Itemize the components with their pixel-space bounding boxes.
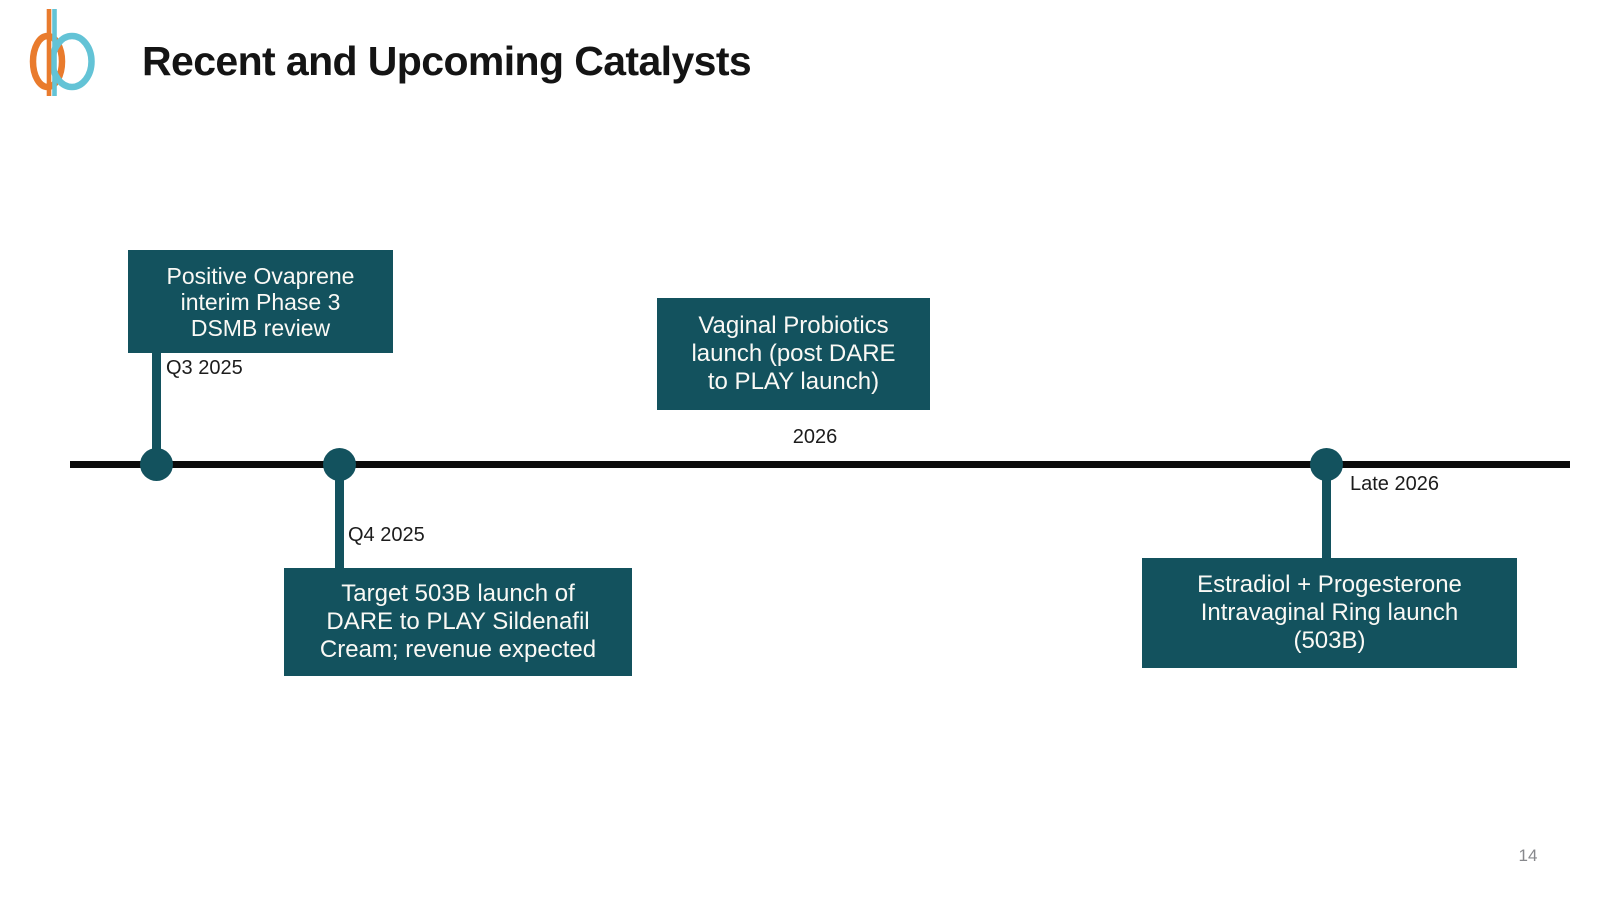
event-date-late-2026: Late 2026 — [1350, 473, 1439, 495]
dare-bioscience-logo-icon — [28, 6, 96, 98]
event-date-q4-2025: Q4 2025 — [348, 524, 425, 546]
timeline-dot-q3-2025 — [140, 448, 173, 481]
event-card-label: Vaginal Probiotics launch (post DARE to … — [691, 312, 896, 395]
page-number: 14 — [1518, 846, 1538, 865]
event-card-dare-to-play-launch: Target 503B launch of DARE to PLAY Silde… — [284, 568, 632, 676]
timeline-dot-late-2026 — [1310, 448, 1343, 481]
page-title: Recent and Upcoming Catalysts — [142, 38, 752, 84]
event-card-estradiol-progesterone-ring: Estradiol + Progesterone Intravaginal Ri… — [1142, 558, 1517, 668]
event-card-vaginal-probiotics: Vaginal Probiotics launch (post DARE to … — [657, 298, 930, 410]
timeline-axis — [70, 461, 1570, 468]
event-date-2026: 2026 — [792, 426, 838, 448]
event-connector-late-2026 — [1322, 464, 1331, 560]
logo-svg — [29, 9, 95, 96]
event-card-label: Estradiol + Progesterone Intravaginal Ri… — [1197, 571, 1462, 654]
event-connector-q4-2025 — [335, 464, 344, 570]
event-card-ovaprene-dsmb: Positive Ovaprene interim Phase 3 DSMB r… — [128, 250, 393, 353]
event-date-q3-2025: Q3 2025 — [166, 357, 243, 379]
timeline-dot-q4-2025 — [323, 448, 356, 481]
event-card-label: Target 503B launch of DARE to PLAY Silde… — [319, 580, 597, 663]
event-connector-q3-2025 — [152, 350, 161, 464]
event-card-label: Positive Ovaprene interim Phase 3 DSMB r… — [166, 262, 355, 341]
